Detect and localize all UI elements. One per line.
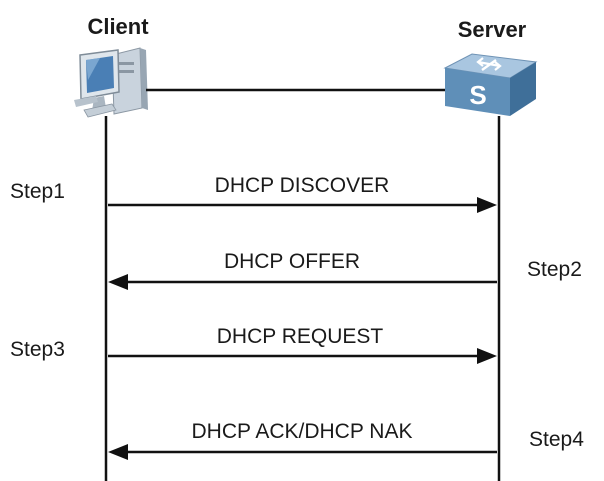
message-label-request: DHCP REQUEST xyxy=(217,325,384,348)
message-label-ack: DHCP ACK/DHCP NAK xyxy=(192,420,413,443)
client-label: Client xyxy=(87,14,149,39)
step-label-4: Step4 xyxy=(529,428,584,451)
arrow-discover xyxy=(108,197,497,213)
arrow-ack xyxy=(108,444,497,460)
message-label-discover: DHCP DISCOVER xyxy=(215,174,390,197)
computer-icon xyxy=(74,47,148,118)
arrow-request xyxy=(108,348,497,364)
switch-icon: S xyxy=(443,53,538,116)
message-label-offer: DHCP OFFER xyxy=(224,250,360,273)
switch-icon-letter: S xyxy=(469,80,486,110)
step-label-3: Step3 xyxy=(10,338,65,361)
server-label: Server xyxy=(458,17,527,42)
arrow-offer xyxy=(108,274,497,290)
step-label-2: Step2 xyxy=(527,258,582,281)
step-label-1: Step1 xyxy=(10,180,65,203)
